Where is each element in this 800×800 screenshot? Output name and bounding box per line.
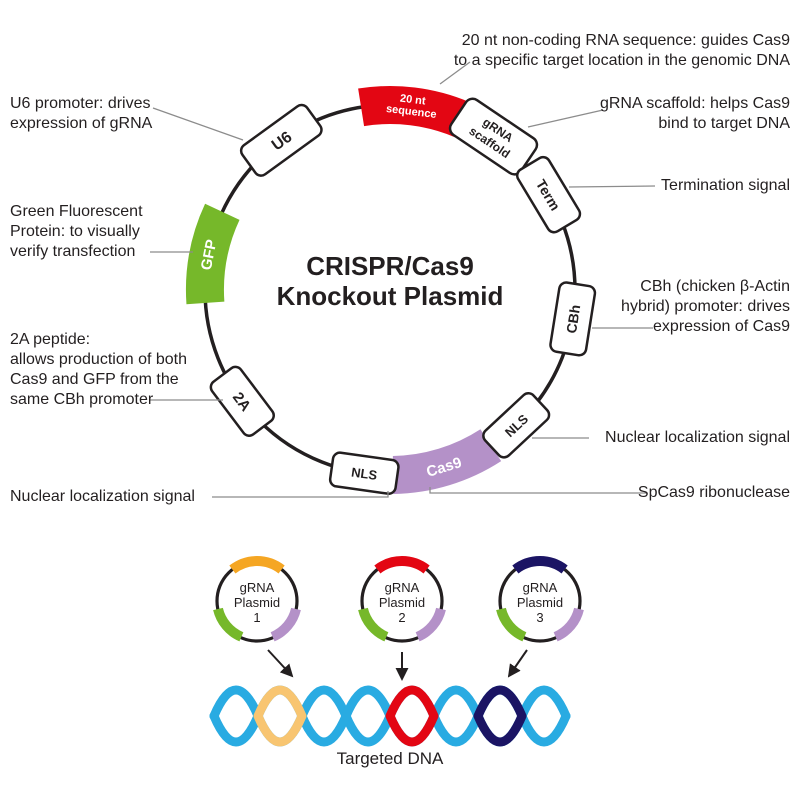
dna-target-region-2: [385, 685, 439, 747]
grna-plasmid-1-label-line2: Plasmid: [234, 595, 280, 610]
connector-nls-left: [212, 491, 389, 498]
grna-plasmid-3: gRNA Plasmid 3: [496, 556, 584, 643]
connector-20nt: [439, 61, 471, 85]
arrow-plasmid1-to-dna: [267, 649, 294, 678]
segment-nls-bottom: NLS: [328, 451, 400, 495]
annotation-connectors: [150, 61, 656, 498]
annotation-2a-peptide: 2A peptide: allows production of both Ca…: [10, 331, 187, 408]
dna-helix: [209, 685, 571, 747]
grna-plasmid-3-label-line1: gRNA: [523, 580, 558, 595]
annotation-gfp: Green Fluorescent Protein: to visually v…: [10, 203, 143, 260]
connector-term: [568, 185, 656, 188]
grna-plasmid-1-green-arc: [213, 607, 244, 642]
annotation-20nt-sequence: 20 nt non-coding RNA sequence: guides Ca…: [453, 32, 790, 69]
segment-nls-right: NLS: [482, 392, 551, 459]
grna-plasmid-2-label-line3: 2: [398, 610, 405, 625]
segment-gfp-label: GFP: [198, 238, 221, 272]
segment-grna-scaffold: gRNA scaffold: [448, 97, 539, 176]
annotation-nls-right: Nuclear localization signal: [605, 429, 790, 446]
dna-target-region-1: [253, 685, 307, 747]
annotation-nls-left: Nuclear localization signal: [10, 488, 195, 505]
segment-20nt-band: [358, 86, 470, 138]
targeted-dna-label: Targeted DNA: [337, 749, 444, 768]
plasmid-title-line2: Knockout Plasmid: [277, 281, 504, 311]
annotation-cbh-promoter: CBh (chicken β-Actin hybrid) promoter: d…: [621, 278, 790, 335]
segment-cbh: CBh: [549, 281, 597, 357]
annotation-grna-scaffold: gRNA scaffold: helps Cas9 bind to target…: [599, 95, 790, 132]
segment-gfp-band: [185, 203, 240, 305]
plasmid-title-line1: CRISPR/Cas9: [306, 251, 474, 281]
segment-cbh-label: CBh: [563, 304, 583, 335]
grna-plasmid-1-label-line3: 1: [253, 610, 260, 625]
connector-scaffold: [527, 109, 604, 128]
segment-20nt-label-line1: 20 nt: [399, 93, 426, 108]
grna-plasmid-3-label-line2: Plasmid: [517, 595, 563, 610]
annotation-termination-signal: Termination signal: [661, 177, 790, 194]
grna-plasmid-2-top-arc: [374, 556, 430, 574]
grna-plasmid-3-purple-arc: [553, 607, 584, 642]
dna-target-region-3: [473, 685, 527, 747]
segment-cas9-band: [392, 429, 502, 494]
grna-plasmid-1-top-arc: [229, 556, 285, 574]
grna-plasmid-1-label-line1: gRNA: [240, 580, 275, 595]
grna-plasmid-2-label-line2: Plasmid: [379, 595, 425, 610]
annotation-u6-promoter: U6 promoter: drives expression of gRNA: [10, 95, 153, 132]
annotation-spcas9: SpCas9 ribonuclease: [637, 484, 790, 501]
segment-u6: U6: [239, 103, 323, 177]
grna-plasmid-2-green-arc: [358, 607, 389, 642]
connector-spcas9: [429, 487, 647, 494]
connector-u6: [152, 107, 244, 141]
segment-nls-bottom-label: NLS: [350, 464, 378, 483]
grna-plasmid-3-top-arc: [512, 556, 568, 574]
segment-term: Term: [515, 155, 582, 234]
delivery-illustration: gRNA Plasmid 1 gRNA Plasmid 2 gRNA: [209, 556, 584, 768]
grna-plasmid-2: gRNA Plasmid 2: [358, 556, 446, 643]
grna-plasmid-1: gRNA Plasmid 1: [213, 556, 301, 643]
grna-plasmid-3-label-line3: 3: [536, 610, 543, 625]
segment-2a: 2A: [209, 365, 275, 437]
grna-plasmid-2-purple-arc: [415, 607, 446, 642]
arrow-plasmid3-to-dna: [507, 649, 528, 678]
grna-plasmid-1-purple-arc: [270, 607, 301, 642]
plasmid-map: 20 nt sequence GFP Cas9 U6 gRNA scaffold…: [150, 61, 656, 498]
grna-plasmid-2-label-line1: gRNA: [385, 580, 420, 595]
grna-plasmid-3-green-arc: [496, 607, 527, 642]
